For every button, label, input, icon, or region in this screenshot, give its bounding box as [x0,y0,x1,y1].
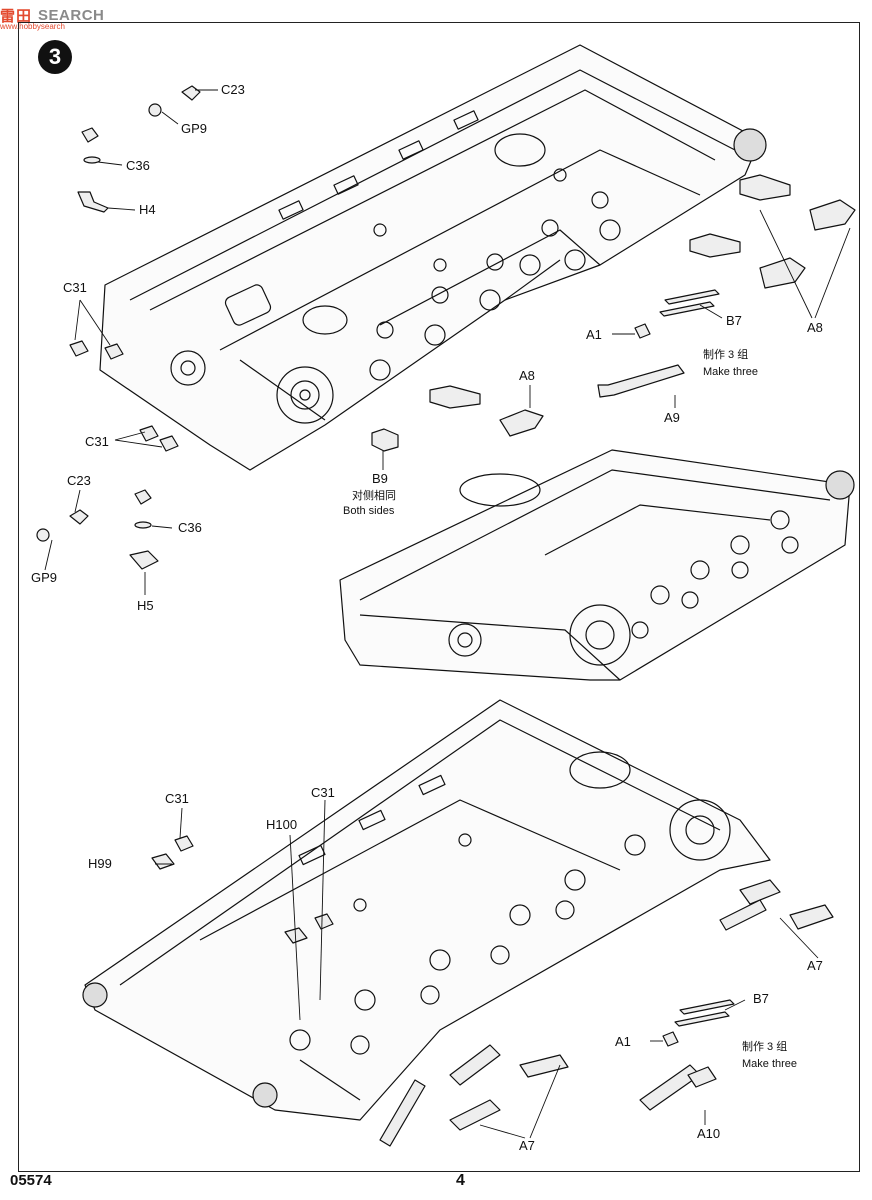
small-parts-illustration [36,85,856,1147]
hull-middle-illustration [339,449,855,681]
note-make-three-en: Make three [703,366,759,378]
part-label-a9: A9 [664,410,680,425]
watermark: 雷田 SEARCH www.hobbysearch [0,4,105,32]
part-label-b7: B7 [726,313,742,328]
part-label-b9: B9 [372,471,388,486]
page-border [18,22,860,1172]
watermark-brand-cn: 雷田 [0,7,33,25]
hull-lower-illustration [82,699,771,1121]
page-number: 4 [456,1172,465,1189]
part-label-a8: A8 [807,320,823,335]
part-label-a8: A8 [519,368,535,383]
part-label-c36: C36 [178,520,202,535]
part-label-h100: H100 [266,817,298,832]
part-label-h4: H4 [139,202,156,217]
note-both-sides-en: Both sides [343,505,395,517]
step-number-badge: 3 [38,40,72,74]
watermark-brand-en: SEARCH [38,6,105,24]
note-make-three-cn: 制作 3 组 [703,349,749,361]
part-label-c31: C31 [63,280,87,295]
part-label-c23: C23 [67,473,91,488]
watermark-site: www.hobbysearch [0,22,65,31]
part-label-c36: C36 [126,158,150,173]
part-label-gp9: GP9 [31,570,58,585]
part-label-a7: A7 [519,1138,535,1153]
kit-code: 05574 [10,1172,52,1189]
part-label-gp9: GP9 [181,121,208,136]
note-make-three-cn: 制作 3 组 [742,1041,788,1053]
hull-upper-illustration [99,44,767,471]
part-label-a1: A1 [615,1034,631,1049]
note-make-three-en: Make three [742,1058,798,1070]
part-label-a10: A10 [697,1126,721,1141]
part-label-a7: A7 [807,958,823,973]
part-label-b7: B7 [753,991,769,1006]
part-label-h5: H5 [137,598,154,613]
part-label-c23: C23 [221,82,245,97]
part-label-h99: H99 [88,856,112,871]
part-label-c31: C31 [85,434,109,449]
part-label-c31: C31 [165,791,189,806]
part-label-c31: C31 [311,785,335,800]
leader-lines [44,89,851,1139]
note-both-sides-cn: 对侧相同 [352,490,396,502]
part-label-a1: A1 [586,327,602,342]
